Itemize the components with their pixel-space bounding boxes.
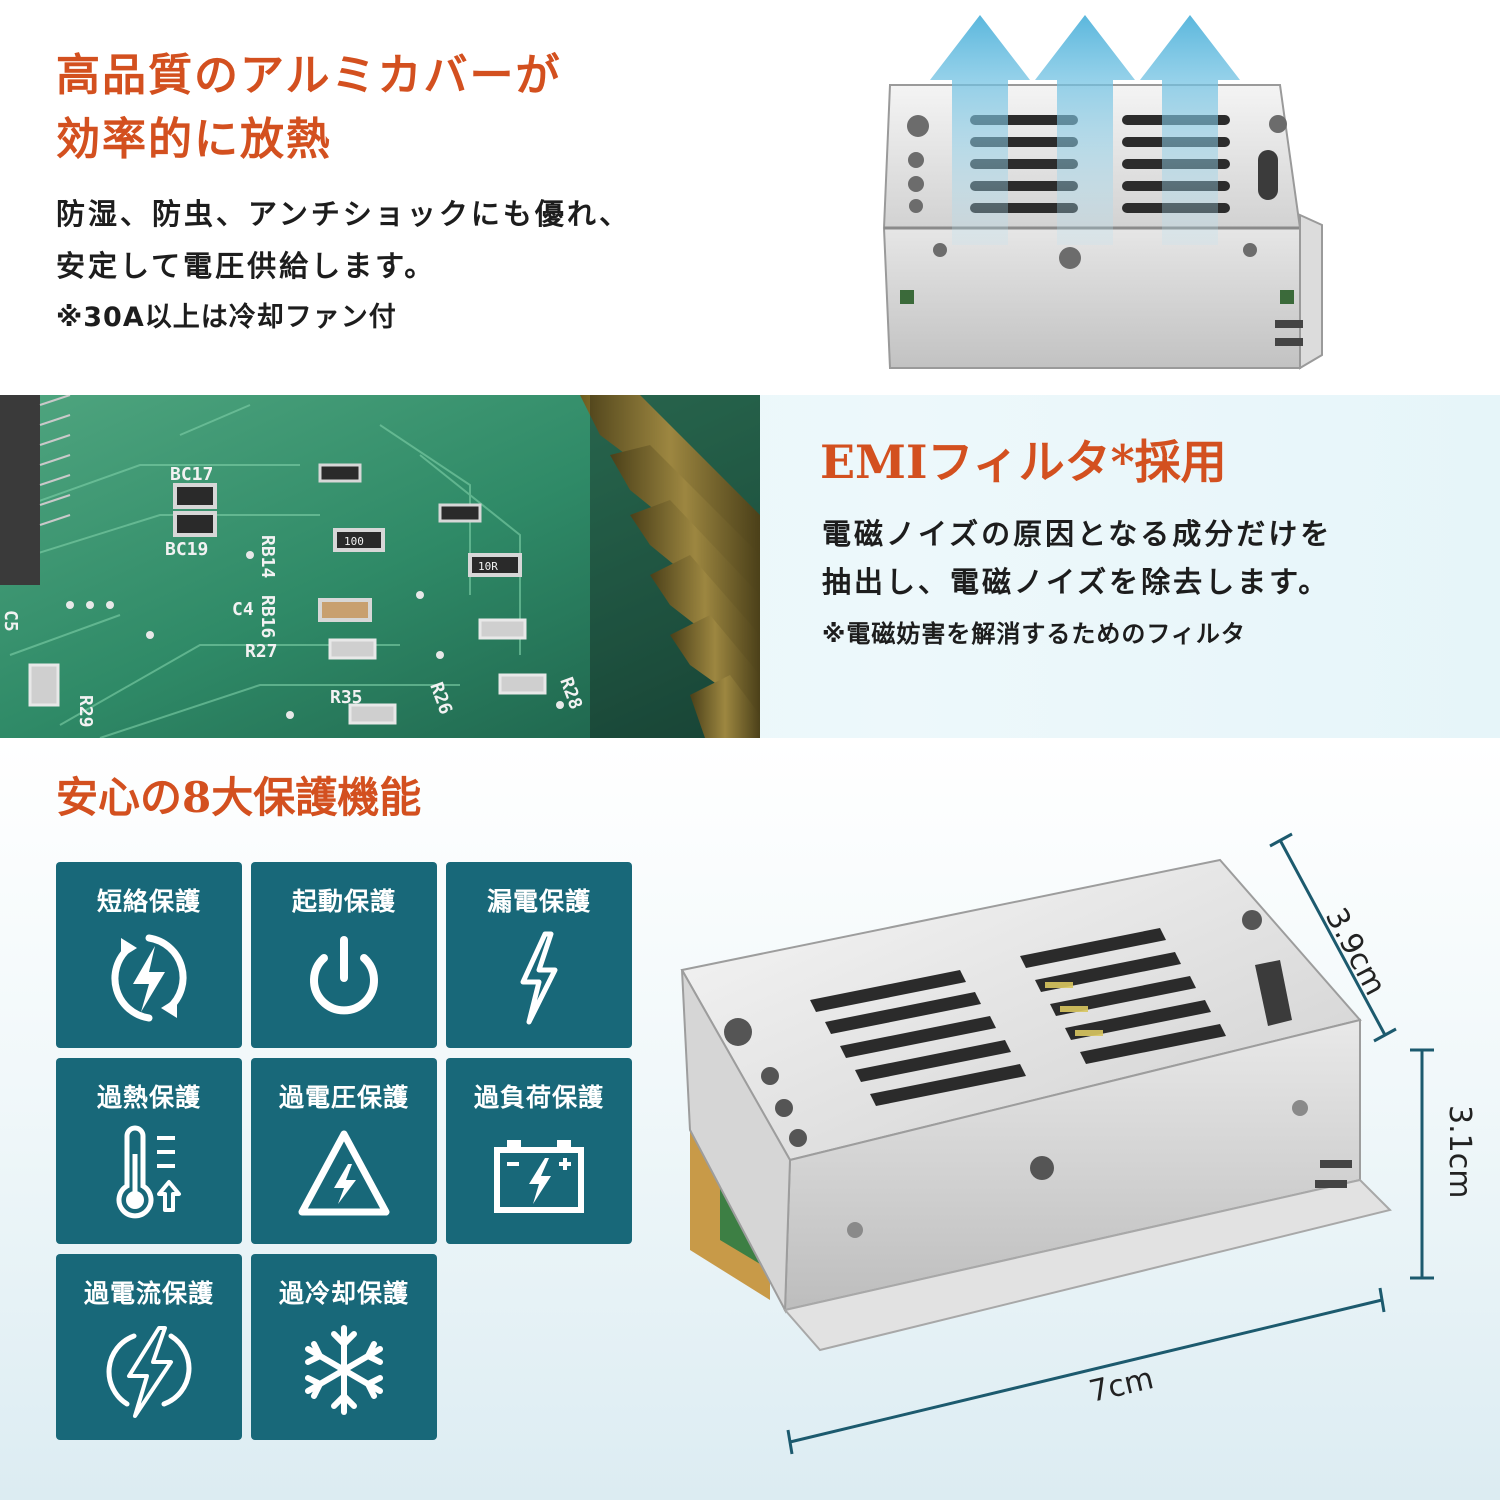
pcb-label-bc17: BC17 <box>170 464 213 485</box>
emi-note: ※電磁妨害を解消するためのフィルタ <box>822 620 1246 648</box>
battery-icon <box>494 1140 584 1213</box>
feature-leakage: 漏電保護 <box>446 862 632 1048</box>
snowflake-icon <box>305 1325 383 1415</box>
cooling-title: 高品質のアルミカバーが 効率的に放熱 <box>56 44 562 172</box>
lightning-icon <box>520 931 558 1025</box>
bolt-circle-icon <box>106 1326 192 1418</box>
pcb-label-bc19: BC19 <box>165 539 208 560</box>
emi-body-line-1: 電磁ノイズの原因となる成分だけを <box>822 517 1333 551</box>
short-circuit-icon <box>111 934 187 1022</box>
pcb-label-rb16: RB16 <box>257 595 278 638</box>
circuit-board-image: BC17 BC19 C4 R27 R35 R26 R28 R29 C5 RB14… <box>0 395 760 738</box>
pcb-label-c5: C5 <box>0 610 21 632</box>
pcb-label-rb14: RB14 <box>257 535 278 579</box>
feature-overload: 過負荷保護 <box>446 1058 632 1244</box>
feature-label: 過電圧保護 <box>278 1083 409 1112</box>
feature-label: 短絡保護 <box>96 887 201 916</box>
protection-title: 安心の8大保護機能 <box>56 773 422 822</box>
dimension-height-label: 3.1cm <box>1442 1105 1477 1198</box>
pcb-label-10r: 10R <box>478 560 498 573</box>
cooling-note: ※30A以上は冷却ファン付 <box>56 302 397 333</box>
cooling-title-line-1: 高品質のアルミカバーが <box>56 50 562 101</box>
feature-label: 過冷却保護 <box>278 1279 409 1308</box>
feature-startup: 起動保護 <box>251 862 437 1048</box>
feature-label: 過電流保護 <box>83 1279 214 1308</box>
feature-label: 漏電保護 <box>486 887 591 916</box>
power-supply-dimension-image: 3.9cm 3.1cm 7cm <box>680 832 1477 1455</box>
pcb-label-100: 100 <box>344 535 364 548</box>
feature-overcurrent: 過電流保護 <box>56 1254 242 1440</box>
thermometer-icon <box>116 1125 181 1219</box>
warning-bolt-icon <box>298 1130 390 1216</box>
power-icon <box>310 936 378 1015</box>
emi-description: 電磁ノイズの原因となる成分だけを 抽出し、電磁ノイズを除去します。 ※電磁妨害を… <box>822 510 1332 658</box>
pcb-label-r29: R29 <box>75 695 96 728</box>
emi-body-line-2: 抽出し、電磁ノイズを除去します。 <box>822 565 1331 599</box>
feature-overvoltage: 過電圧保護 <box>251 1058 437 1244</box>
cooling-body-line-2: 安定して電圧供給します。 <box>56 249 437 283</box>
feature-overheat: 過熱保護 <box>56 1058 242 1244</box>
feature-label: 過熱保護 <box>96 1083 201 1112</box>
feature-short-circuit: 短絡保護 <box>56 862 242 1048</box>
emi-filter-title: EMIフィルタ*採用 <box>820 435 1227 489</box>
pcb-label-r35: R35 <box>330 687 363 708</box>
feature-label: 起動保護 <box>291 887 396 916</box>
cooling-title-line-2: 効率的に放熱 <box>56 114 332 165</box>
cooling-body-line-1: 防湿、防虫、アンチショックにも優れ、 <box>56 197 632 231</box>
cooling-description: 防湿、防虫、アンチショックにも優れ、 安定して電圧供給します。 ※30A以上は冷… <box>56 188 631 344</box>
feature-overcooling: 過冷却保護 <box>251 1254 437 1440</box>
power-supply-heat-image <box>882 15 1323 370</box>
feature-label: 過負荷保護 <box>473 1083 604 1112</box>
pcb-label-r27: R27 <box>245 641 278 662</box>
pcb-label-c4: C4 <box>232 599 254 620</box>
